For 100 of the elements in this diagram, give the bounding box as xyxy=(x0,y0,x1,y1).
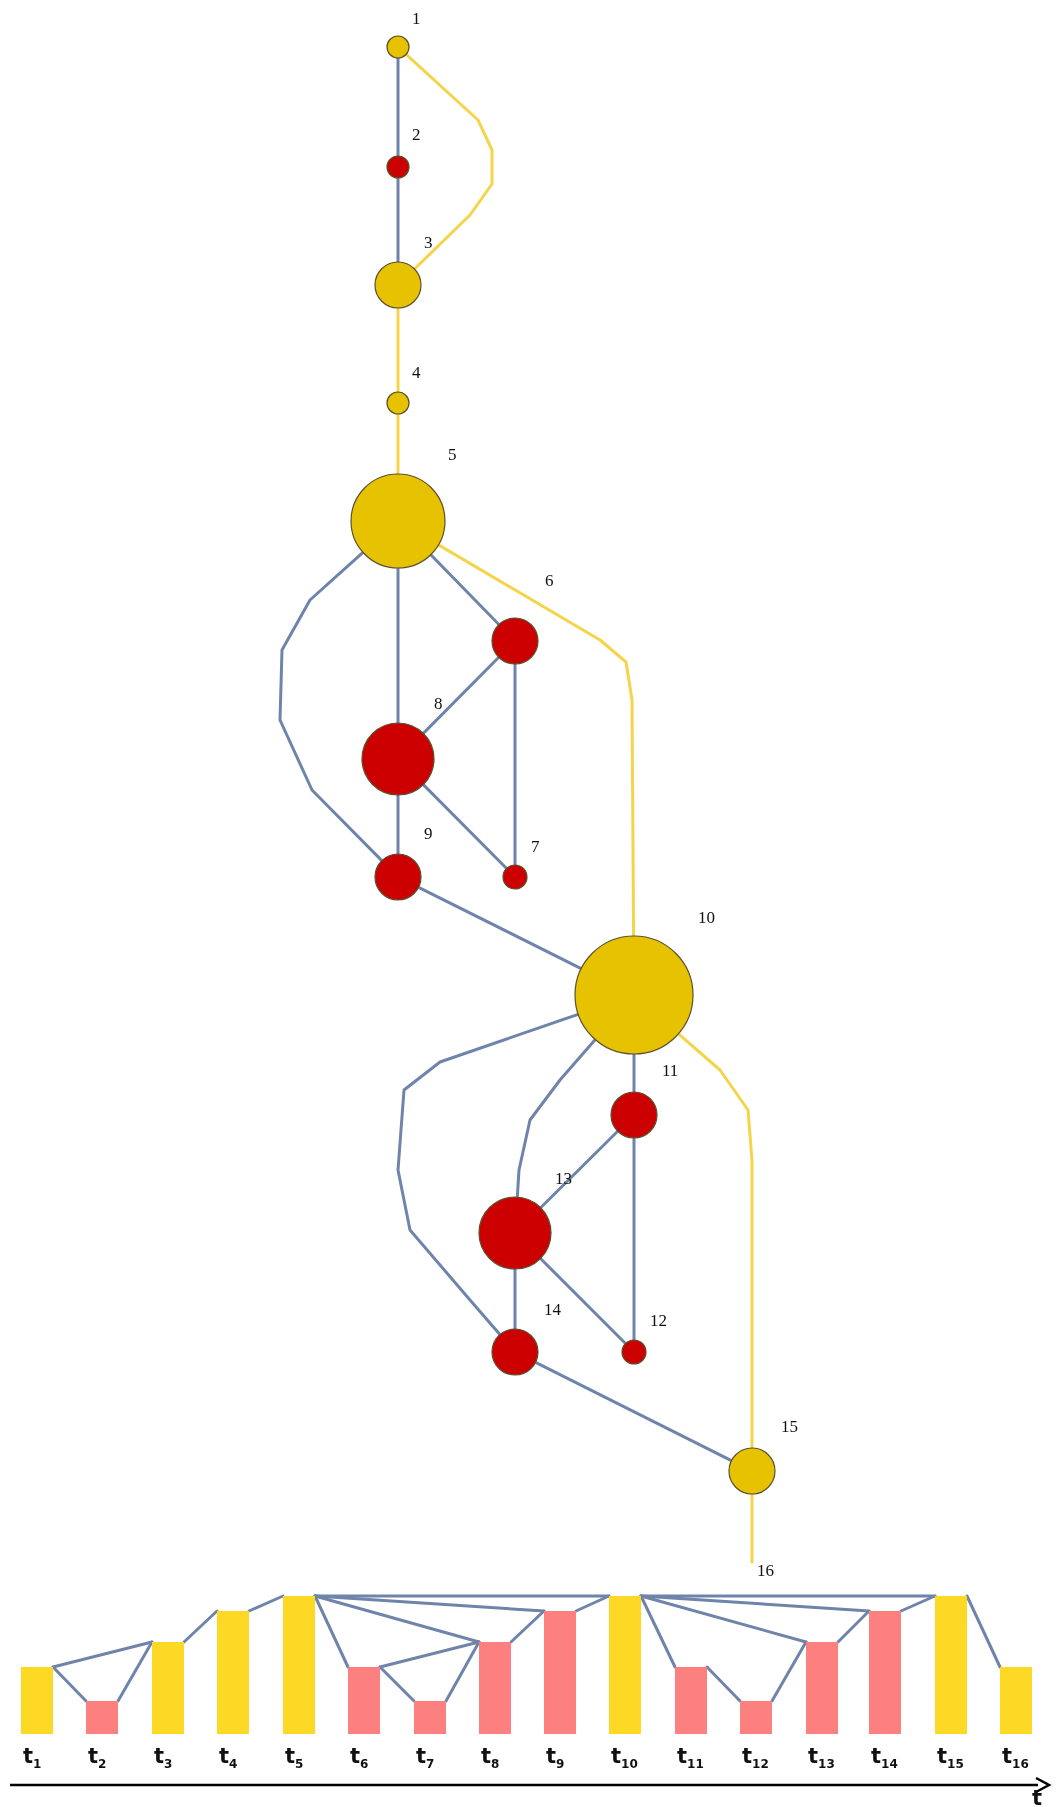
connector-line xyxy=(444,1640,481,1703)
connector-line xyxy=(705,1665,742,1703)
time-bar xyxy=(414,1701,446,1734)
connector-line xyxy=(429,553,501,626)
time-label: t$_{14}$ xyxy=(871,1746,898,1771)
connector-line xyxy=(417,885,583,971)
connector-line xyxy=(677,1032,754,1450)
time-label: t$_{9}$ xyxy=(546,1746,565,1771)
node-number: 15 xyxy=(781,1418,798,1435)
connector-line xyxy=(750,1492,754,1564)
node-number: 4 xyxy=(412,364,421,381)
node-number: 14 xyxy=(544,1301,561,1318)
connector-line xyxy=(899,1594,937,1613)
time-label: t$_{1}$ xyxy=(23,1746,42,1771)
connector-line xyxy=(515,1038,597,1199)
node-number: 7 xyxy=(531,838,540,855)
time-bar xyxy=(740,1701,772,1734)
connector-line xyxy=(534,1360,733,1463)
connector-line xyxy=(539,1129,620,1210)
time-label: t$_{10}$ xyxy=(611,1746,638,1771)
time-bar xyxy=(544,1611,576,1734)
time-label: t$_{4}$ xyxy=(219,1746,238,1771)
connector-line xyxy=(396,1012,580,1337)
time-label: t$_{13}$ xyxy=(808,1746,835,1771)
time-bar xyxy=(21,1667,53,1734)
connector-line xyxy=(378,1665,416,1703)
node-number: 8 xyxy=(434,695,443,712)
node-circle xyxy=(621,1339,647,1365)
time-bar xyxy=(86,1701,118,1734)
connector-line xyxy=(51,1665,88,1703)
node-number: 2 xyxy=(412,126,421,143)
node-circle xyxy=(491,1328,539,1376)
time-bar xyxy=(348,1667,380,1734)
connector-line xyxy=(639,1594,677,1669)
connector-line xyxy=(513,662,517,867)
time-label: t$_{11}$ xyxy=(677,1746,704,1771)
connector-line xyxy=(421,783,509,870)
node-circle xyxy=(610,1091,658,1139)
time-bar xyxy=(1000,1667,1032,1734)
time-bar xyxy=(935,1596,967,1734)
time-bar xyxy=(479,1642,511,1734)
connector-line xyxy=(396,566,400,725)
node-circle xyxy=(491,617,539,665)
time-label: t$_{15}$ xyxy=(937,1746,964,1771)
connector-line xyxy=(437,543,636,938)
time-label: t$_{2}$ xyxy=(88,1746,107,1771)
node-circle xyxy=(728,1447,776,1495)
connector-line xyxy=(247,1594,285,1613)
time-bar xyxy=(217,1611,249,1734)
connector-line xyxy=(396,306,400,394)
node-number: 10 xyxy=(698,909,715,926)
node-circle xyxy=(502,864,528,890)
connector-line xyxy=(632,1136,636,1342)
time-label: t$_{7}$ xyxy=(416,1746,435,1771)
time-bar xyxy=(152,1642,184,1734)
time-bar xyxy=(283,1596,315,1734)
node-number: 1 xyxy=(412,10,421,27)
time-label: t$_{16}$ xyxy=(1002,1746,1029,1771)
connector-line xyxy=(539,1257,627,1345)
time-label: t$_{12}$ xyxy=(742,1746,769,1771)
node-circle xyxy=(374,261,422,309)
connector-line xyxy=(116,1640,154,1703)
connector-line xyxy=(836,1609,871,1644)
time-label: t$_{8}$ xyxy=(481,1746,500,1771)
node-number: 16 xyxy=(748,1562,774,1579)
node-circle xyxy=(374,853,422,901)
connector-line xyxy=(396,793,400,856)
time-label: t$_{3}$ xyxy=(154,1746,173,1771)
time-label: t$_{6}$ xyxy=(350,1746,369,1771)
connector-line xyxy=(51,1640,154,1669)
time-bar xyxy=(869,1611,901,1734)
node-number: 13 xyxy=(555,1170,572,1187)
connector-line xyxy=(278,550,384,863)
node-circle xyxy=(361,722,435,796)
connector-line xyxy=(396,176,400,264)
connector-line xyxy=(313,1594,350,1669)
axis-label: t xyxy=(1032,1788,1043,1807)
connector-line xyxy=(574,1594,611,1613)
time-bar xyxy=(806,1642,838,1734)
node-number: 12 xyxy=(650,1312,667,1329)
connector-line xyxy=(965,1594,1002,1669)
node-number: 5 xyxy=(448,446,457,463)
connector-line xyxy=(509,1609,546,1644)
connector-line xyxy=(396,56,400,158)
node-circle xyxy=(386,155,410,179)
time-bar xyxy=(609,1596,641,1734)
node-number: 11 xyxy=(662,1062,679,1079)
connector-line xyxy=(770,1640,808,1703)
node-circle xyxy=(574,935,694,1055)
node-circle xyxy=(350,473,446,569)
node-number: 9 xyxy=(424,825,433,842)
connector-line xyxy=(421,655,501,735)
time-bar xyxy=(675,1667,707,1734)
node-circle xyxy=(386,35,410,59)
connector-line xyxy=(632,1052,636,1094)
node-number: 6 xyxy=(545,572,554,589)
connector-line xyxy=(396,412,400,476)
node-number: 3 xyxy=(424,234,433,251)
connector-line xyxy=(513,1267,517,1331)
node-circle xyxy=(386,391,410,415)
